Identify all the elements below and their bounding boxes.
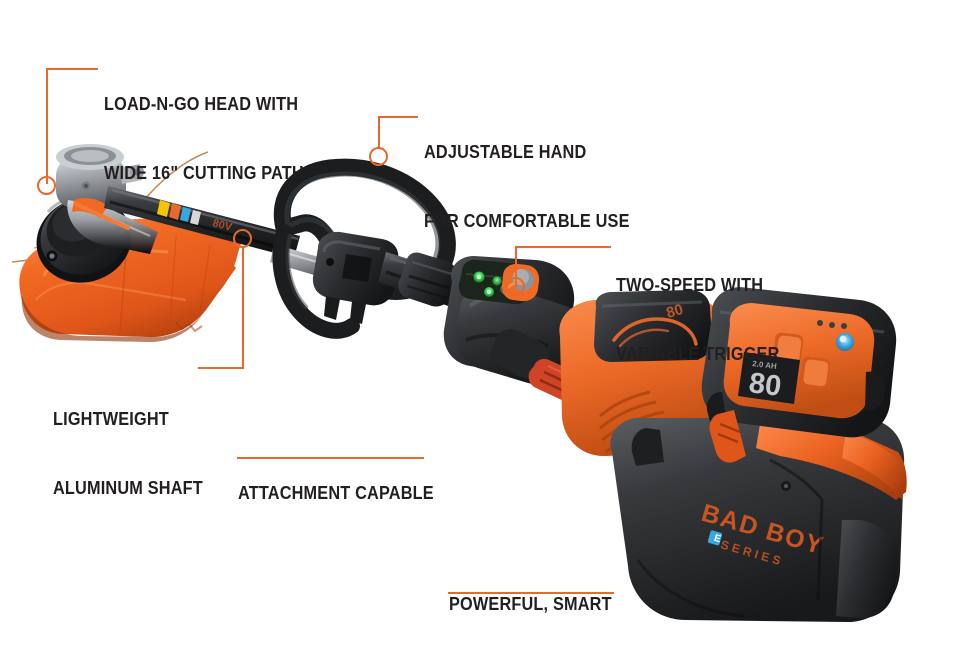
callout-ring-aluminum-shaft [233,229,252,248]
callout-line: FOR COMFORTABLE USE [424,210,630,232]
leader-load-n-go-horizontal [46,68,98,71]
battery-gauge [817,320,854,351]
callout-label-brushless-motor: POWERFUL, SMART BRUSHLESS MOTOR [449,545,617,663]
leader-two-speed-horizontal [515,246,611,249]
voltage-badge: 80 [711,459,769,490]
callout-ring-d-handle [369,147,388,166]
callout-label-attachment-capable: ATTACHMENT CAPABLE [238,434,434,550]
leader-two-speed-vertical [515,246,518,288]
callout-line: LOAD-N-GO HEAD WITH [104,92,299,114]
handle-bracket [312,231,399,324]
bad-boy-logo: BAD BOY SERIES E [698,499,827,569]
leader-load-n-go-vertical [46,68,49,184]
e-mark-badge: E [707,530,722,546]
callout-ring-trimmer-head [37,176,56,195]
trimmer-guard [19,217,246,343]
callout-line: TWO-SPEED WITH [616,273,764,295]
safety-lock [528,358,588,404]
callout-label-lightweight-shaft: LIGHTWEIGHT ALUMINUM SHAFT [53,360,203,546]
callout-label-two-speed: TWO-SPEED WITH VARIABLE TRIGGER [616,226,780,412]
variable-trigger [491,329,549,380]
callout-line: VARIABLE TRIGGER [616,343,780,365]
svg-text:SERIES: SERIES [719,537,785,568]
callout-line: ATTACHMENT CAPABLE [238,481,434,503]
leader-shaft-horizontal [198,367,244,370]
leader-adjustable-hand-horizontal [378,116,418,119]
callout-underline-brushless-motor [448,592,614,595]
svg-text:BAD BOY: BAD BOY [698,499,827,561]
battery-release [709,410,746,463]
svg-text:80: 80 [711,459,741,489]
callout-ring-speed-button [506,277,525,296]
callout-line: ALUMINUM SHAFT [53,477,203,499]
leader-shaft-vertical [242,247,245,369]
d-handle [272,158,456,339]
callout-label-load-n-go: LOAD-N-GO HEAD WITH WIDE 16" CUTTING PAT… [104,45,304,231]
aluminum-shaft-mid [270,244,336,280]
callout-line: LIGHTWEIGHT [53,407,169,429]
battery-buttons [772,332,831,389]
callout-line: ADJUSTABLE HAND [424,140,587,162]
svg-text:E: E [713,533,723,546]
callout-label-adjustable-hand: ADJUSTABLE HAND FOR COMFORTABLE USE [424,93,630,279]
callout-underline-attachment-capable [237,457,424,460]
callout-line: POWERFUL, SMART [449,592,612,614]
leader-adjustable-hand-vertical [378,116,381,149]
callout-line: WIDE 16" CUTTING PATH [104,162,304,184]
